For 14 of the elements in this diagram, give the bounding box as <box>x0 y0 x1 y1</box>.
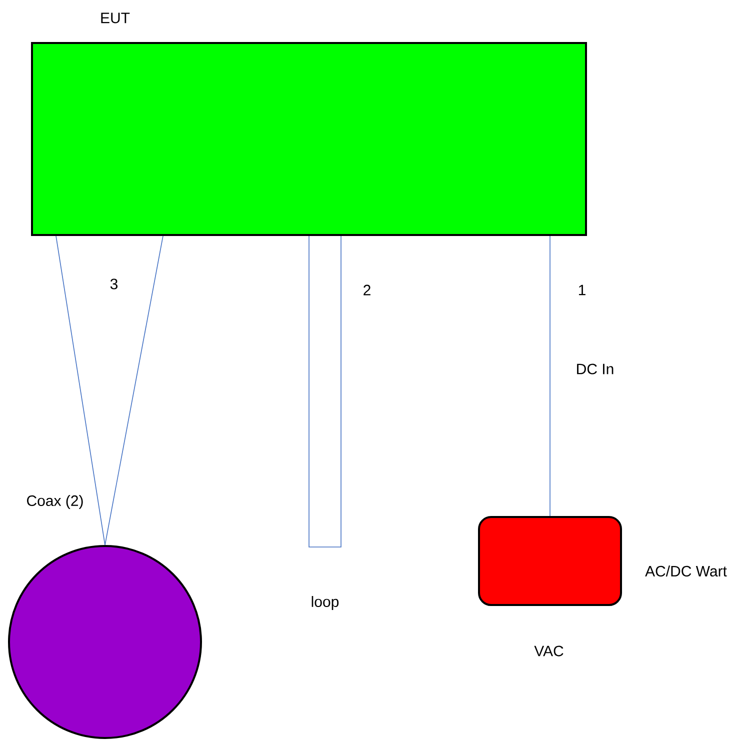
node-caption: AC/DC Wart <box>645 566 727 576</box>
box-shape <box>478 516 622 606</box>
box-heading: EUT <box>101 12 130 24</box>
circle-shape <box>8 545 202 739</box>
cable-line <box>104 236 164 546</box>
cable-number: 1 <box>578 284 586 296</box>
cable-line <box>56 236 106 546</box>
node-caption: VAC <box>534 646 564 656</box>
cable-label: DC In <box>577 364 614 374</box>
cable-label: Coax (2) <box>27 495 83 509</box>
cable-number: 2 <box>364 284 370 296</box>
unit-box <box>31 42 587 236</box>
cable-number: 3 <box>110 278 118 290</box>
cable-label: loop <box>312 596 339 610</box>
